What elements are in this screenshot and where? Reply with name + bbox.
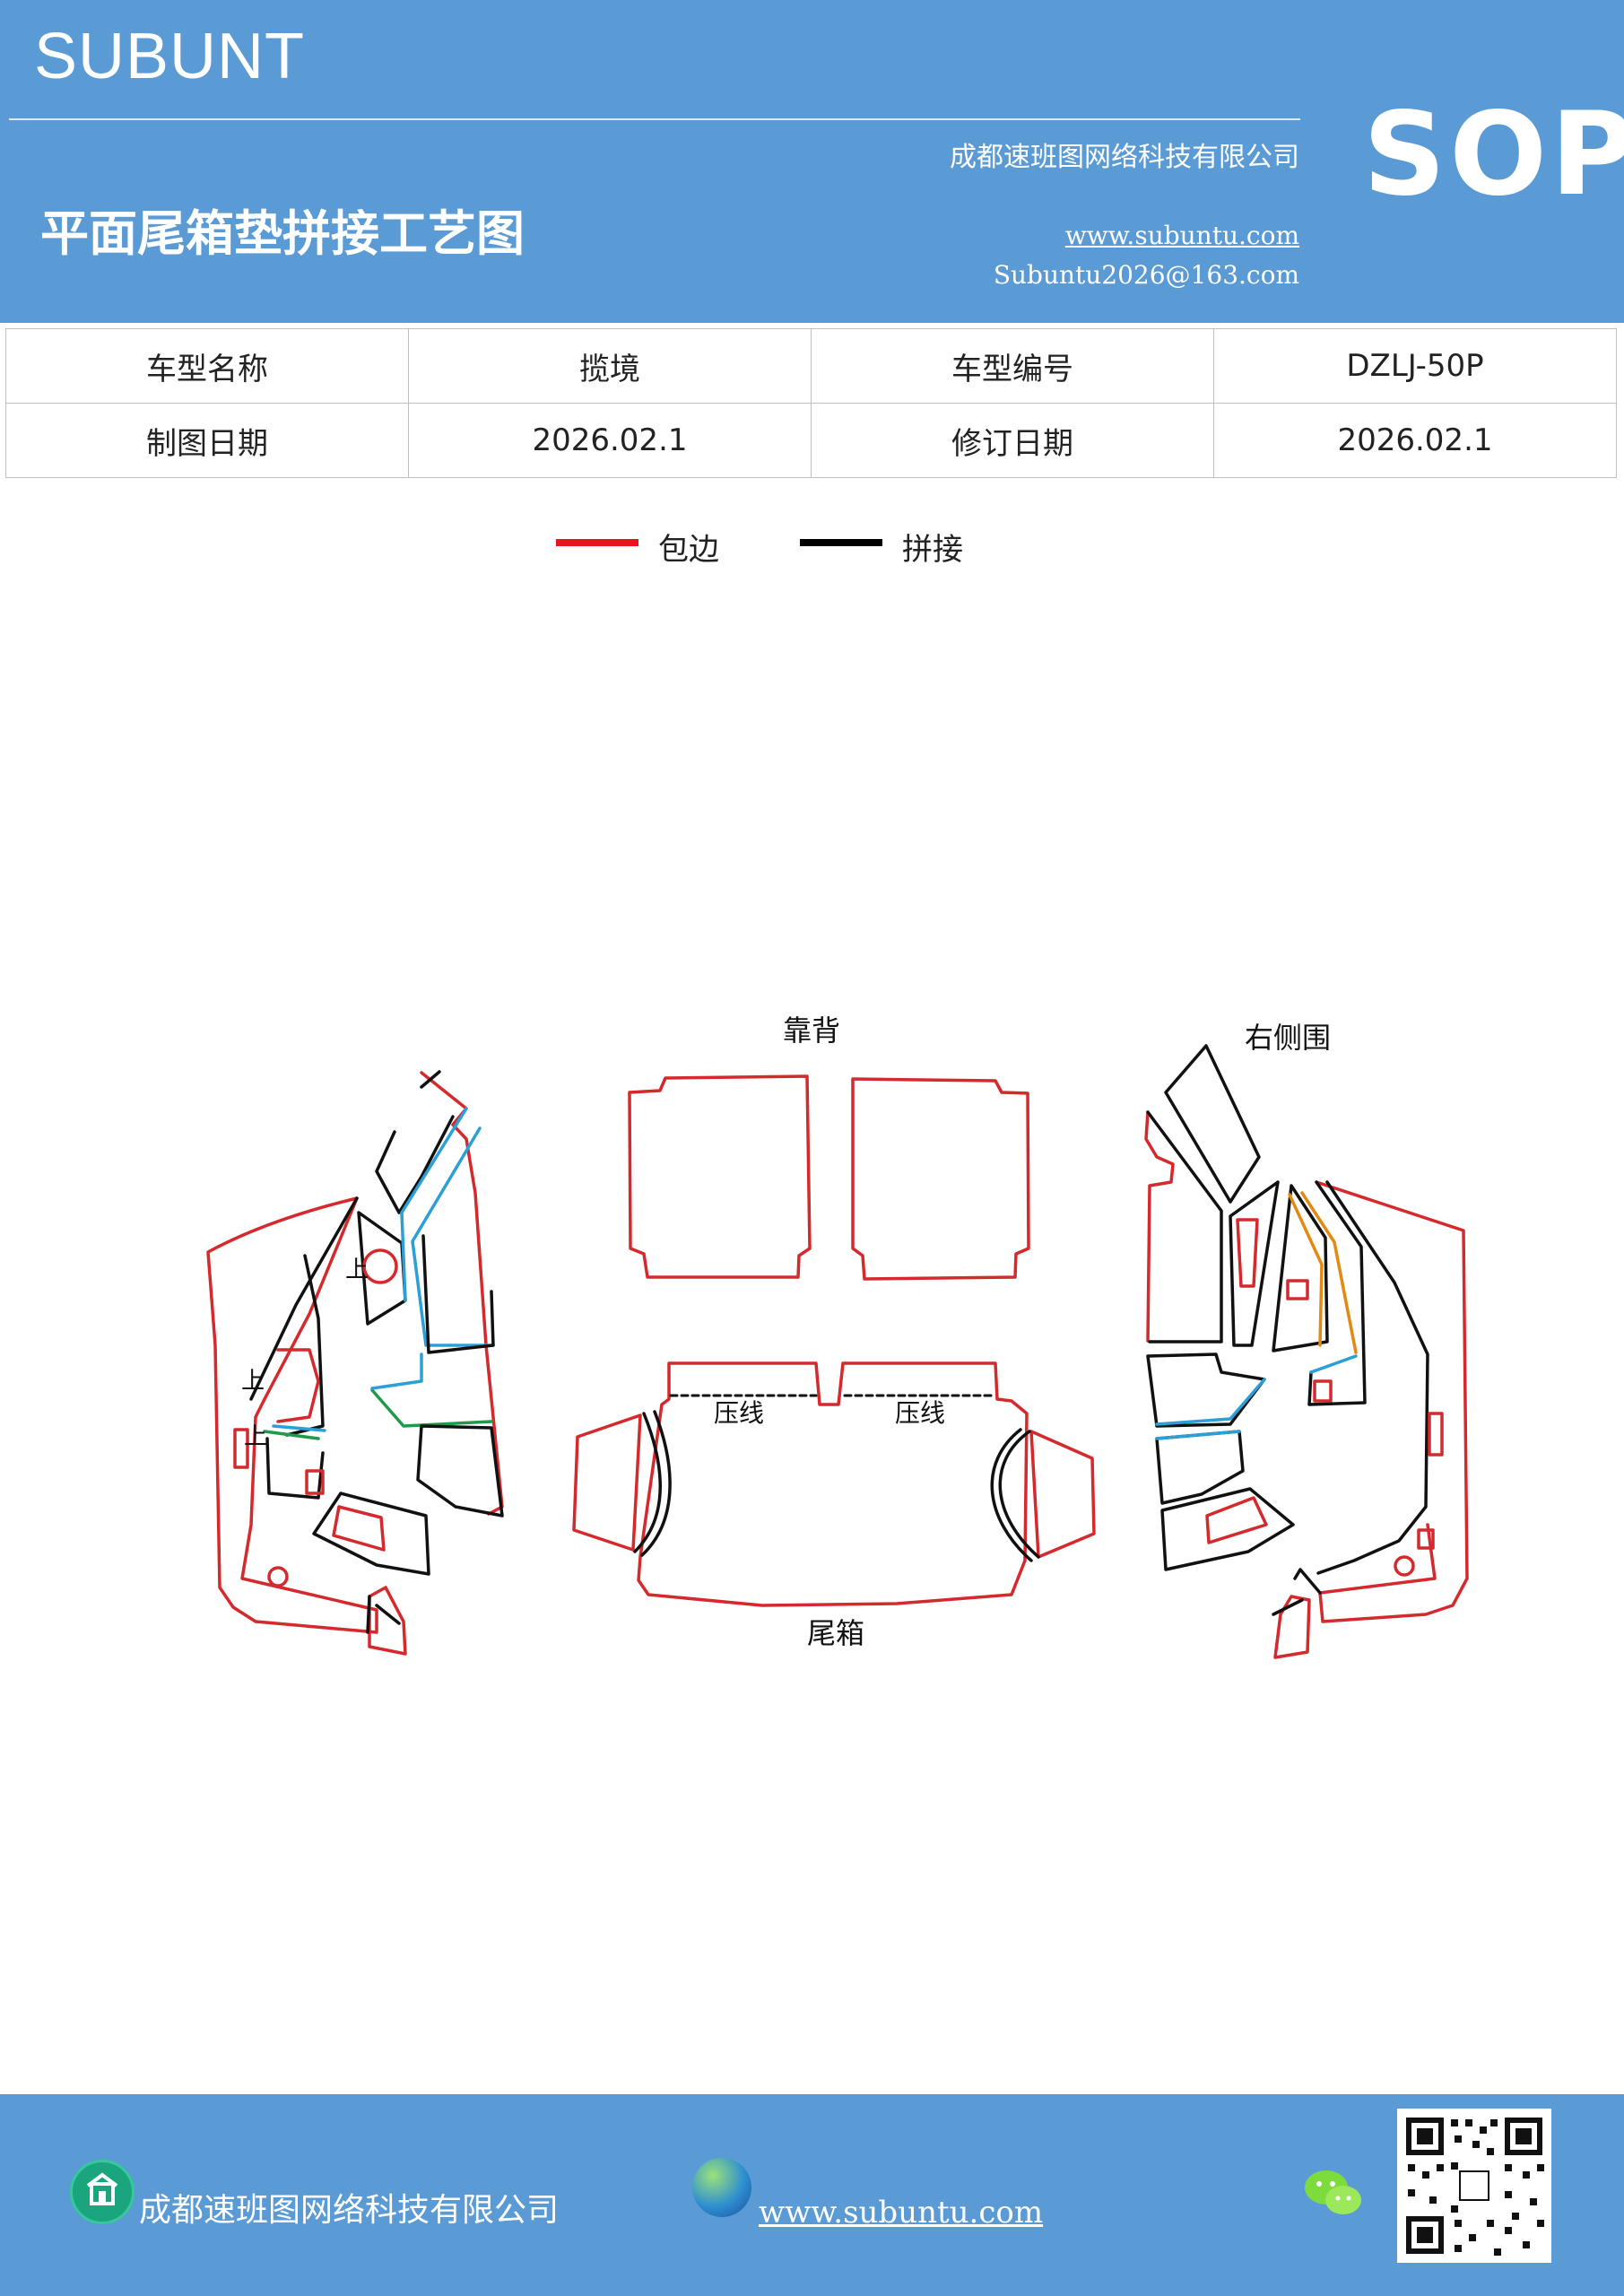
right-trim-seam-4: [1307, 1180, 1367, 1406]
table-cell: 揽境: [408, 328, 812, 404]
trunk-right-flap: [1029, 1430, 1096, 1559]
left-trim-seam-5: [416, 1424, 504, 1518]
up-label-3: 上: [244, 1423, 267, 1450]
left-trim-green: [370, 1388, 493, 1428]
backrest-left-panel: [628, 1074, 812, 1279]
right-trim-red-rect-3: [1428, 1412, 1444, 1457]
table-cell: 修订日期: [811, 403, 1214, 478]
right-trim-blue-2: [1155, 1378, 1266, 1426]
table-row: 制图日期 2026.02.1 修订日期 2026.02.1: [5, 403, 1617, 478]
left-trim-foot: [368, 1586, 407, 1656]
right-trim-seam-3: [1272, 1184, 1329, 1352]
right-trim-red-rect-1: [1286, 1279, 1309, 1300]
document-title: 平面尾箱垫拼接工艺图: [40, 205, 525, 262]
left-trim-red-pocket: [276, 1348, 320, 1423]
left-trim-foot-seam: [366, 1595, 401, 1634]
up-label-1: 上: [345, 1257, 369, 1283]
qr-code[interactable]: [1397, 2109, 1551, 2263]
backrest-panels: [628, 1074, 1030, 1281]
legend-label-edge: 包边: [658, 532, 719, 568]
header-divider: [9, 118, 1300, 120]
legend-label-seam: 拼接: [902, 532, 963, 568]
info-table: 车型名称 揽境 车型编号 DZLJ-50P 制图日期 2026.02.1 修订日…: [5, 328, 1617, 478]
left-trim-hole-1: [267, 1566, 289, 1587]
right-trim-top-diamond: [1164, 1044, 1261, 1204]
right-trim-red-rect-5: [1205, 1496, 1268, 1544]
header-banner: SUBUNT 成都速班图网络科技有限公司 平面尾箱垫拼接工艺图 www.subu…: [0, 0, 1624, 323]
right-trim-hole-1: [1394, 1555, 1415, 1577]
table-cell: 2026.02.1: [408, 403, 812, 478]
building-icon: [70, 2160, 135, 2224]
right-trim-seam-8: [1160, 1487, 1295, 1571]
right-trim-blue-1: [1309, 1354, 1358, 1374]
trunk-floor: [572, 1361, 1096, 1607]
left-trim-seam-2: [375, 1070, 455, 1214]
right-trim-orange-2: [1300, 1191, 1358, 1354]
trunk-left-flap: [572, 1413, 642, 1552]
table-row: 车型名称 揽境 车型编号 DZLJ-50P: [5, 328, 1617, 404]
right-trim-seam-2: [1229, 1180, 1280, 1347]
right-side-label: 右侧围: [1245, 1021, 1331, 1055]
table-cell: 2026.02.1: [1213, 403, 1617, 478]
left-trim-red-rect-1: [332, 1505, 386, 1552]
trunk-right-seam-outer: [998, 1430, 1040, 1559]
legend-swatch-seam: [800, 539, 882, 546]
trunk-left-seam-inner: [640, 1410, 672, 1557]
right-trim-outer-edge: [1315, 1180, 1469, 1623]
trunk-right-seam-inner: [990, 1428, 1033, 1562]
website-link[interactable]: www.subuntu.com: [1064, 221, 1299, 250]
right-trim-orange: [1288, 1193, 1324, 1347]
table-cell: 车型编号: [811, 328, 1214, 404]
brand-name: SUBUNT: [34, 21, 306, 92]
trunk-main-outline: [637, 1361, 1029, 1607]
company-name: 成都速班图网络科技有限公司: [950, 142, 1299, 173]
left-trim-green-2: [263, 1430, 320, 1440]
right-trim-red-rect-4: [1417, 1528, 1435, 1550]
table-cell: 制图日期: [5, 403, 409, 478]
left-trim-blue-1: [400, 1107, 468, 1302]
left-trim-red-rect-3: [233, 1428, 249, 1469]
footer-bar: 成都速班图网络科技有限公司 www.subuntu.com: [0, 2094, 1624, 2296]
left-trim-blue-4: [272, 1424, 326, 1432]
right-side-trim: [1144, 1044, 1469, 1659]
right-trim-seam-6: [1146, 1352, 1266, 1428]
right-trim-red-slot-1: [1236, 1218, 1259, 1288]
trunk-left-seam-outer: [633, 1412, 662, 1553]
globe-icon: [692, 2158, 751, 2217]
crease-label-left: 压线: [714, 1398, 764, 1428]
left-side-trim: [206, 1070, 504, 1656]
table-cell: 车型名称: [5, 328, 409, 404]
left-trim-seam-7: [265, 1437, 325, 1500]
crease-label-right: 压线: [895, 1398, 945, 1428]
left-trim-blue-2: [411, 1126, 495, 1347]
left-trim-hole-2: [362, 1248, 398, 1284]
right-trim-blue-3: [1155, 1430, 1241, 1440]
right-trim-seam-1: [1146, 1110, 1223, 1344]
left-trim-seam-6: [285, 1254, 325, 1437]
left-trim-seam-8: [312, 1492, 430, 1576]
right-trim-seam-5: [1316, 1180, 1429, 1575]
left-trim-seam-4: [421, 1234, 495, 1354]
email-address: Subuntu2026@163.com: [993, 260, 1299, 290]
trunk-label: 尾箱: [807, 1616, 864, 1650]
right-trim-foot-seam: [1272, 1568, 1322, 1616]
left-trim-blue-3: [370, 1352, 423, 1390]
footer-company-name: 成都速班图网络科技有限公司: [139, 2192, 560, 2229]
legend-swatch-edge: [556, 539, 638, 546]
backrest-right-panel: [851, 1077, 1030, 1281]
wechat-icon[interactable]: [1302, 2166, 1365, 2220]
left-trim-outer-edge: [206, 1196, 378, 1634]
up-label-2: 上: [241, 1368, 265, 1395]
backrest-label: 靠背: [783, 1013, 840, 1048]
left-trim-red-rect-2: [305, 1469, 325, 1495]
table-cell: DZLJ-50P: [1213, 328, 1617, 404]
left-trim-seam-1: [249, 1196, 359, 1401]
sop-badge: SOP: [1363, 88, 1624, 222]
footer-website-link[interactable]: www.subuntu.com: [759, 2195, 1044, 2231]
right-trim-red-rect-2: [1313, 1379, 1333, 1403]
right-trim-left-edge: [1144, 1110, 1175, 1343]
